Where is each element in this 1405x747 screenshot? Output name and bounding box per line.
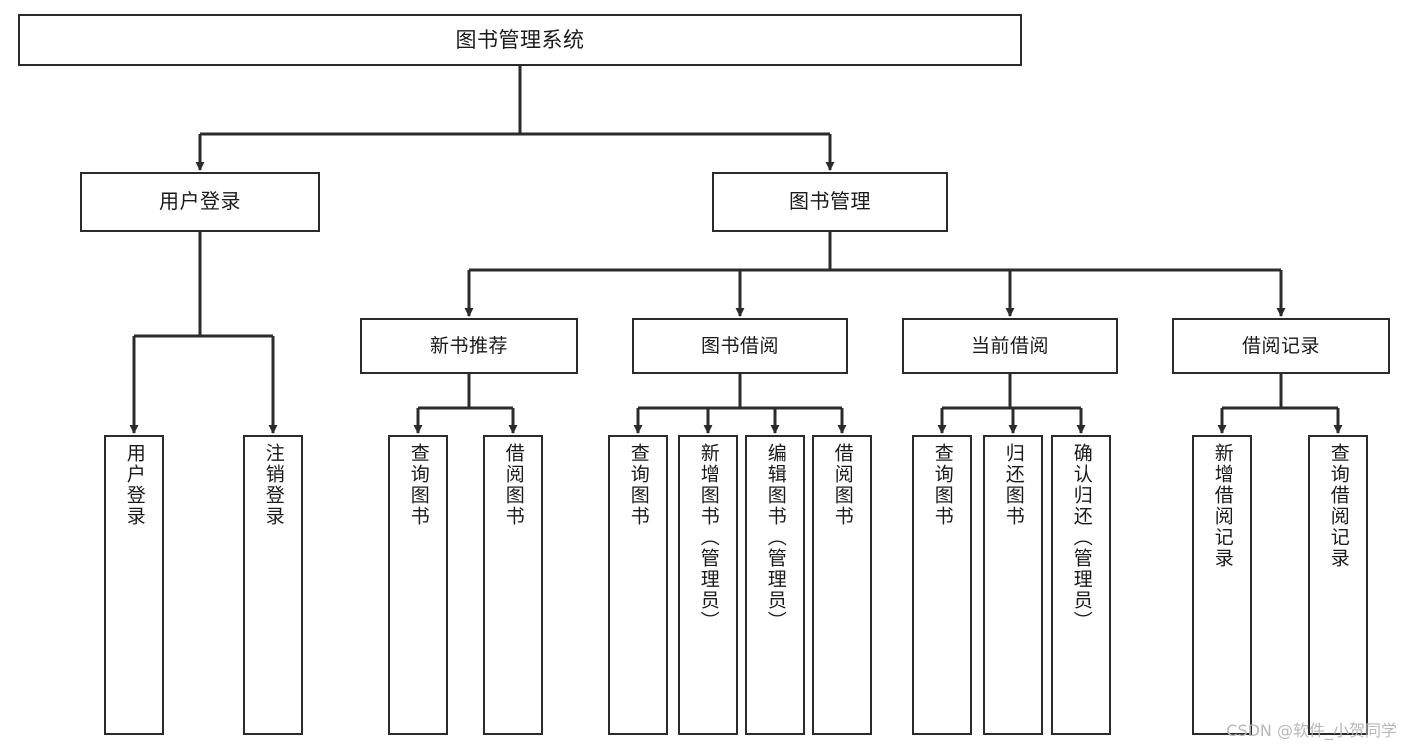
node-root[interactable]: 图书管理系统 [18, 14, 1022, 66]
node-label-leaf-query-book-1: 查询图书 [407, 443, 430, 527]
node-label-leaf-edit-book: 编辑图书（管理员） [764, 443, 787, 632]
node-label-leaf-add-record: 新增借阅记录 [1211, 443, 1234, 569]
node-label-leaf-confirm-return: 确认归还（管理员） [1070, 443, 1093, 632]
node-label-borrow-record: 借阅记录 [1241, 334, 1320, 357]
node-label-leaf-borrow-book-2: 借阅图书 [831, 443, 854, 527]
node-user-login[interactable]: 用户登录 [80, 172, 320, 232]
node-leaf-borrow-book-2[interactable]: 借阅图书 [812, 435, 872, 735]
node-leaf-query-book-3[interactable]: 查询图书 [912, 435, 972, 735]
node-leaf-add-book[interactable]: 新增图书（管理员） [678, 435, 738, 735]
node-label-user-login: 用户登录 [159, 189, 241, 214]
node-leaf-return-book[interactable]: 归还图书 [983, 435, 1043, 735]
node-label-root: 图书管理系统 [455, 27, 585, 52]
node-leaf-add-record[interactable]: 新增借阅记录 [1192, 435, 1252, 735]
node-leaf-confirm-return[interactable]: 确认归还（管理员） [1051, 435, 1111, 735]
node-label-leaf-logout: 注销登录 [262, 443, 285, 527]
node-leaf-query-book-1[interactable]: 查询图书 [388, 435, 448, 735]
node-label-book-borrow: 图书借阅 [700, 334, 779, 357]
node-label-leaf-return-book: 归还图书 [1002, 443, 1025, 527]
node-leaf-user-login[interactable]: 用户登录 [104, 435, 164, 735]
node-label-leaf-borrow-book-1: 借阅图书 [502, 443, 525, 527]
node-label-book-manage: 图书管理 [789, 189, 871, 214]
node-new-book-rec[interactable]: 新书推荐 [360, 318, 578, 374]
node-label-leaf-query-book-2: 查询图书 [627, 443, 650, 527]
node-label-leaf-user-login: 用户登录 [123, 443, 146, 527]
node-book-borrow[interactable]: 图书借阅 [632, 318, 848, 374]
node-label-leaf-query-book-3: 查询图书 [931, 443, 954, 527]
node-borrow-record[interactable]: 借阅记录 [1172, 318, 1390, 374]
node-book-manage[interactable]: 图书管理 [712, 172, 948, 232]
node-label-leaf-query-record: 查询借阅记录 [1327, 443, 1350, 569]
node-current-borrow[interactable]: 当前借阅 [902, 318, 1118, 374]
node-label-leaf-add-book: 新增图书（管理员） [697, 443, 720, 632]
node-leaf-edit-book[interactable]: 编辑图书（管理员） [745, 435, 805, 735]
node-label-new-book-rec: 新书推荐 [429, 334, 508, 357]
node-leaf-logout[interactable]: 注销登录 [243, 435, 303, 735]
node-leaf-query-record[interactable]: 查询借阅记录 [1308, 435, 1368, 735]
node-leaf-query-book-2[interactable]: 查询图书 [608, 435, 668, 735]
node-label-current-borrow: 当前借阅 [970, 334, 1049, 357]
node-leaf-borrow-book-1[interactable]: 借阅图书 [483, 435, 543, 735]
